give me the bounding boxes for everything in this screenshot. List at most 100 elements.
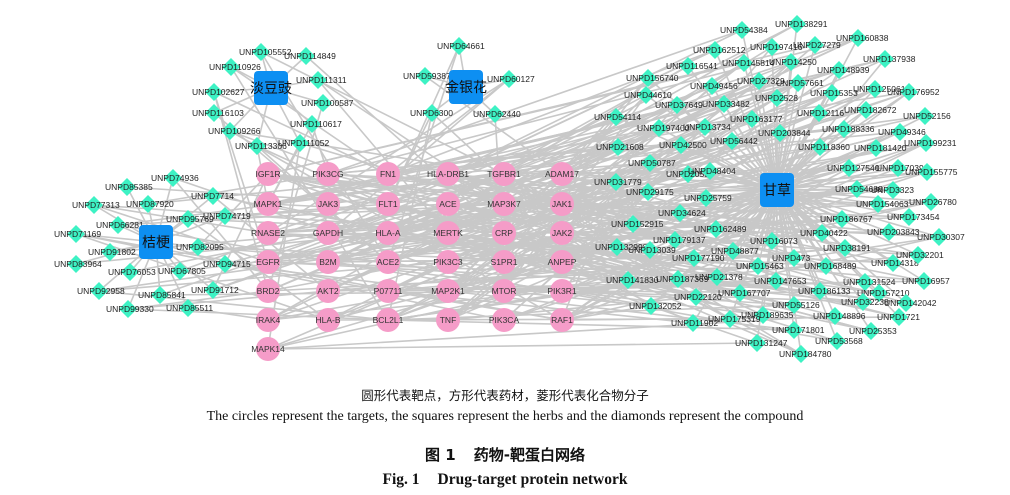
- target-node[interactable]: EGFR: [256, 250, 280, 274]
- compound-node[interactable]: UNPD71169: [54, 225, 101, 243]
- target-node[interactable]: CRP: [492, 221, 516, 245]
- compound-node[interactable]: UNPD162512: [693, 41, 746, 59]
- compound-node[interactable]: UNPD77313: [72, 196, 120, 214]
- target-node[interactable]: PIK3CA: [489, 308, 520, 332]
- compound-node[interactable]: UNPD49346: [878, 123, 926, 141]
- compound-node[interactable]: UNPD138291: [775, 15, 828, 33]
- compound-node[interactable]: UNPD1721: [877, 308, 920, 326]
- compound-node[interactable]: UNPD13039: [628, 241, 676, 259]
- target-node[interactable]: B2M: [316, 250, 340, 274]
- target-node[interactable]: FLT1: [376, 192, 400, 216]
- compound-node[interactable]: UNPD92958: [77, 282, 125, 300]
- compound-node[interactable]: UNPD113306: [235, 137, 287, 155]
- compound-node[interactable]: UNPD91712: [191, 281, 239, 299]
- target-node[interactable]: RNASE2: [251, 221, 285, 245]
- compound-node[interactable]: UNPD20535: [666, 165, 714, 183]
- herb-node[interactable]: 金银花: [445, 70, 487, 104]
- target-node[interactable]: BRD2: [256, 279, 280, 303]
- compound-node[interactable]: UNPD85841: [138, 286, 186, 304]
- compound-node[interactable]: UNPD87920: [126, 195, 174, 213]
- compound-node[interactable]: UNPD42500: [659, 136, 707, 154]
- compound-node[interactable]: UNPD163177: [730, 110, 783, 128]
- compound-node[interactable]: UNPD59387: [403, 67, 451, 85]
- compound-node[interactable]: UNPD179137: [653, 231, 706, 249]
- compound-node[interactable]: UNPD141830: [606, 271, 659, 289]
- compound-node[interactable]: UNPD34624: [658, 204, 706, 222]
- compound-node[interactable]: UNPD31779: [594, 173, 642, 191]
- compound-node[interactable]: UNPD48404: [688, 162, 736, 180]
- compound-node[interactable]: UNPD95769: [166, 210, 214, 228]
- compound-node[interactable]: UNPD188336: [822, 120, 875, 138]
- compound-node[interactable]: UNPD7714: [191, 187, 234, 205]
- compound-node[interactable]: UNPD64661: [437, 37, 485, 55]
- compound-node[interactable]: UNPD176952: [887, 83, 940, 101]
- compound-node[interactable]: UNPD147653: [754, 272, 807, 290]
- compound-node[interactable]: UNPD55126: [772, 296, 820, 314]
- compound-node[interactable]: UNPD25353: [849, 322, 897, 340]
- compound-node[interactable]: UNPD60127: [487, 70, 535, 88]
- target-node[interactable]: ACE: [436, 192, 460, 216]
- target-node[interactable]: ANPEP: [548, 250, 577, 274]
- compound-node[interactable]: UNPD197400: [637, 119, 690, 137]
- target-node[interactable]: P07711: [374, 279, 403, 303]
- compound-node[interactable]: UNPD83964: [54, 255, 102, 273]
- compound-node[interactable]: UNPD199231: [904, 134, 957, 152]
- compound-node[interactable]: UNPD197416: [750, 38, 803, 56]
- compound-node[interactable]: UNPD66281: [96, 216, 144, 234]
- compound-node[interactable]: UNPD137938: [863, 50, 916, 68]
- compound-node[interactable]: UNPD142042: [884, 294, 937, 312]
- compound-node[interactable]: UNPD15463: [736, 257, 784, 275]
- compound-node[interactable]: UNPD85511: [166, 299, 213, 317]
- target-node[interactable]: IRAK4: [256, 308, 281, 332]
- compound-node[interactable]: UNPD32238: [841, 293, 889, 311]
- compound-node[interactable]: UNPD177190: [672, 249, 725, 267]
- compound-node[interactable]: UNPD131524: [843, 273, 896, 291]
- compound-node[interactable]: UNPD175319: [708, 310, 761, 328]
- compound-node[interactable]: UNPD2528: [755, 89, 798, 107]
- compound-node[interactable]: UNPD40422: [800, 224, 848, 242]
- compound-node[interactable]: UNPD203843: [867, 223, 920, 241]
- compound-node[interactable]: UNPD105552: [239, 43, 292, 61]
- compound-node[interactable]: UNPD186767: [820, 210, 873, 228]
- target-node[interactable]: AKT2: [316, 279, 340, 303]
- compound-node[interactable]: UNPD132998: [595, 238, 648, 256]
- compound-node[interactable]: UNPD102627: [192, 83, 245, 101]
- compound-node[interactable]: UNPD110617: [290, 115, 342, 133]
- compound-node[interactable]: UNPD160838: [836, 29, 889, 47]
- compound-node[interactable]: UNPD30307: [917, 228, 965, 246]
- compound-node[interactable]: UNPD44610: [624, 86, 672, 104]
- compound-node[interactable]: UNPD14250: [769, 53, 817, 71]
- compound-node[interactable]: UNPD184780: [779, 345, 832, 363]
- compound-node[interactable]: UNPD49456: [690, 77, 738, 95]
- compound-node[interactable]: UNPD162489: [694, 220, 747, 238]
- compound-node[interactable]: UNPD473: [772, 249, 811, 267]
- target-node[interactable]: GAPDH: [313, 221, 343, 245]
- compound-node[interactable]: UNPD157210: [857, 284, 910, 302]
- compound-node[interactable]: UNPD100587: [301, 94, 354, 112]
- compound-node[interactable]: UNPD145814: [722, 54, 775, 72]
- target-node[interactable]: BCL2L1: [373, 308, 404, 332]
- compound-node[interactable]: UNPD125061: [853, 80, 906, 98]
- compound-node[interactable]: UNPD111311: [296, 71, 347, 89]
- target-node[interactable]: ADAM17: [545, 162, 579, 186]
- target-node[interactable]: MERTK: [433, 221, 463, 245]
- compound-node[interactable]: UNPD116103: [192, 104, 244, 122]
- compound-node[interactable]: UNPD52156: [903, 107, 951, 125]
- compound-node[interactable]: UNPD74936: [151, 169, 199, 187]
- compound-node[interactable]: UNPD91802: [88, 243, 136, 261]
- compound-node[interactable]: UNPD156740: [626, 69, 679, 87]
- compound-node[interactable]: UNPD181420: [854, 139, 907, 157]
- compound-node[interactable]: UNPD167707: [718, 284, 771, 302]
- compound-node[interactable]: UNPD32201: [896, 246, 944, 264]
- compound-node[interactable]: UNPD110926: [209, 58, 261, 76]
- compound-node[interactable]: UNPD6300: [410, 104, 453, 122]
- compound-node[interactable]: UNPD114849: [284, 47, 336, 65]
- compound-node[interactable]: UNPD15353: [810, 84, 858, 102]
- herb-node[interactable]: 甘草: [760, 173, 794, 207]
- target-node[interactable]: S1PR1: [491, 250, 518, 274]
- target-node[interactable]: MTOR: [492, 279, 517, 303]
- compound-node[interactable]: UNPD111052: [278, 134, 329, 152]
- compound-node[interactable]: UNPD22120: [674, 288, 722, 306]
- target-node[interactable]: FN1: [376, 162, 400, 186]
- compound-node[interactable]: UNPD154063: [856, 195, 909, 213]
